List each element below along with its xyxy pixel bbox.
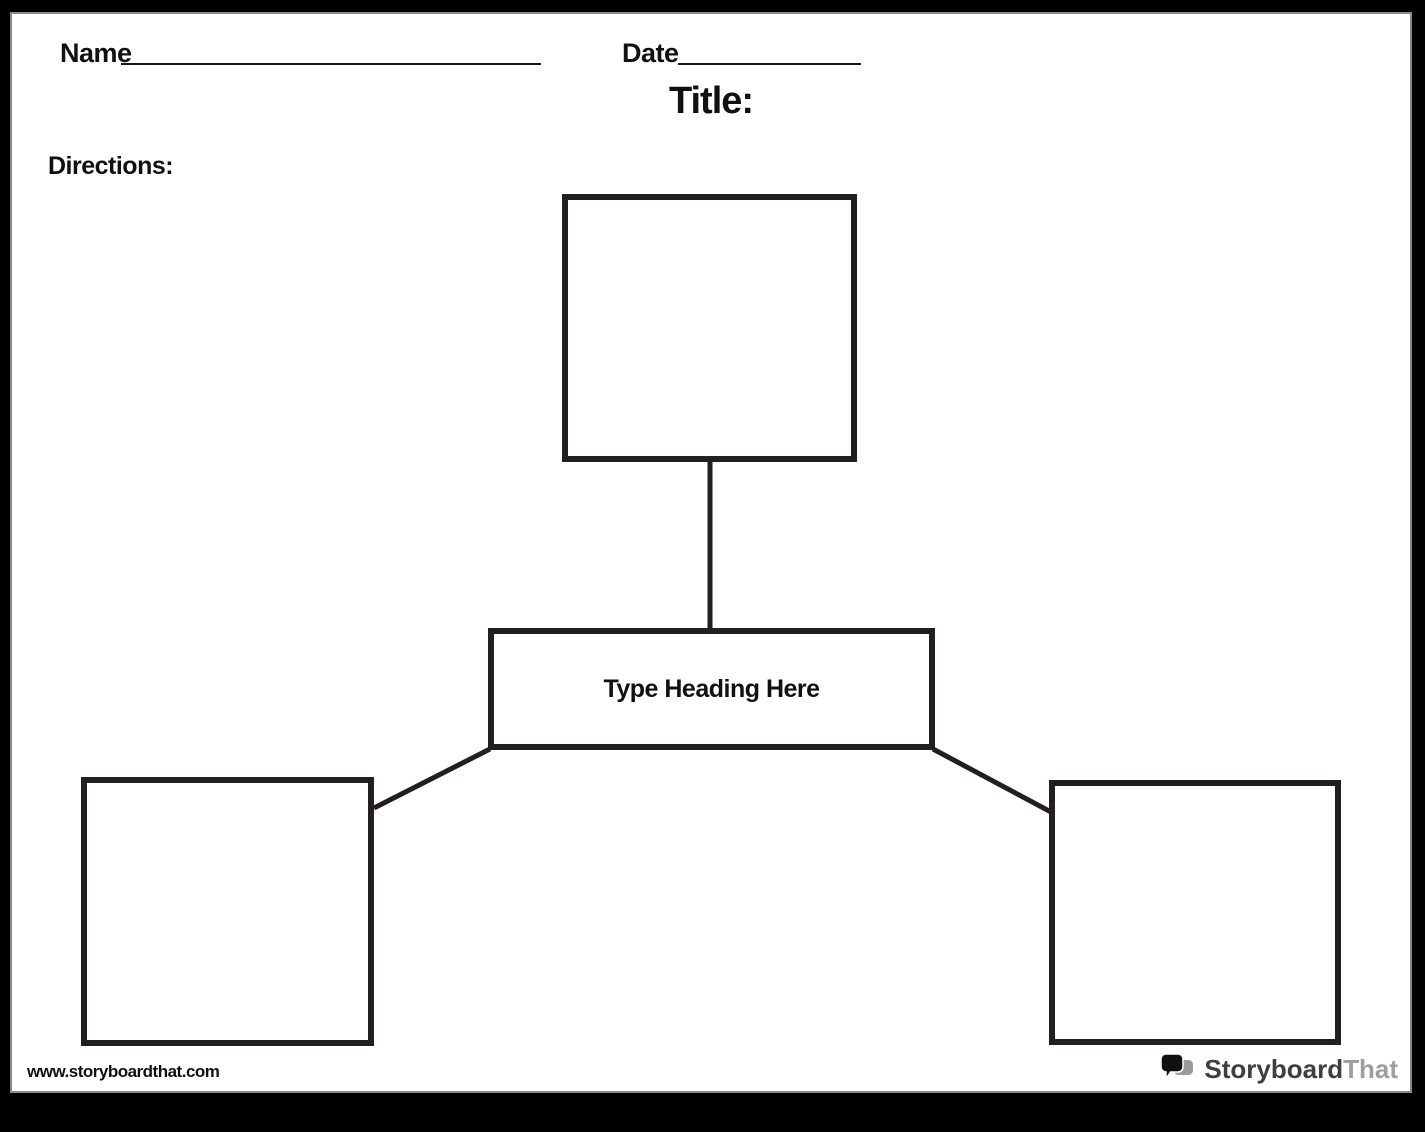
logo-text-storyboard: Storyboard [1204, 1053, 1344, 1084]
top-content-box[interactable] [562, 194, 857, 462]
connector-right [931, 746, 1053, 815]
connector-left [372, 746, 492, 811]
website-url: www.storyboardthat.com [27, 1062, 220, 1081]
bottom-left-content-box[interactable] [81, 777, 374, 1046]
worksheet-page: Name Date Title: Directions: Type Headin… [10, 12, 1412, 1093]
name-label: Name [60, 38, 132, 68]
speech-bubbles-icon [1161, 1054, 1194, 1082]
storyboardthat-logo: StoryboardThat [1161, 1052, 1398, 1086]
page-title: Title: [668, 80, 754, 122]
connector-lines [372, 462, 1053, 815]
directions-label: Directions: [48, 152, 174, 180]
heading-placeholder: Type Heading Here [603, 674, 820, 703]
logo-text-that: That [1343, 1053, 1398, 1084]
logo-text: StoryboardThat [1204, 1054, 1398, 1085]
heading-box[interactable]: Type Heading Here [488, 628, 935, 750]
bottom-right-content-box[interactable] [1049, 780, 1341, 1045]
name-field-line [121, 63, 541, 65]
date-field-line [678, 63, 861, 65]
date-label: Date [622, 38, 679, 68]
